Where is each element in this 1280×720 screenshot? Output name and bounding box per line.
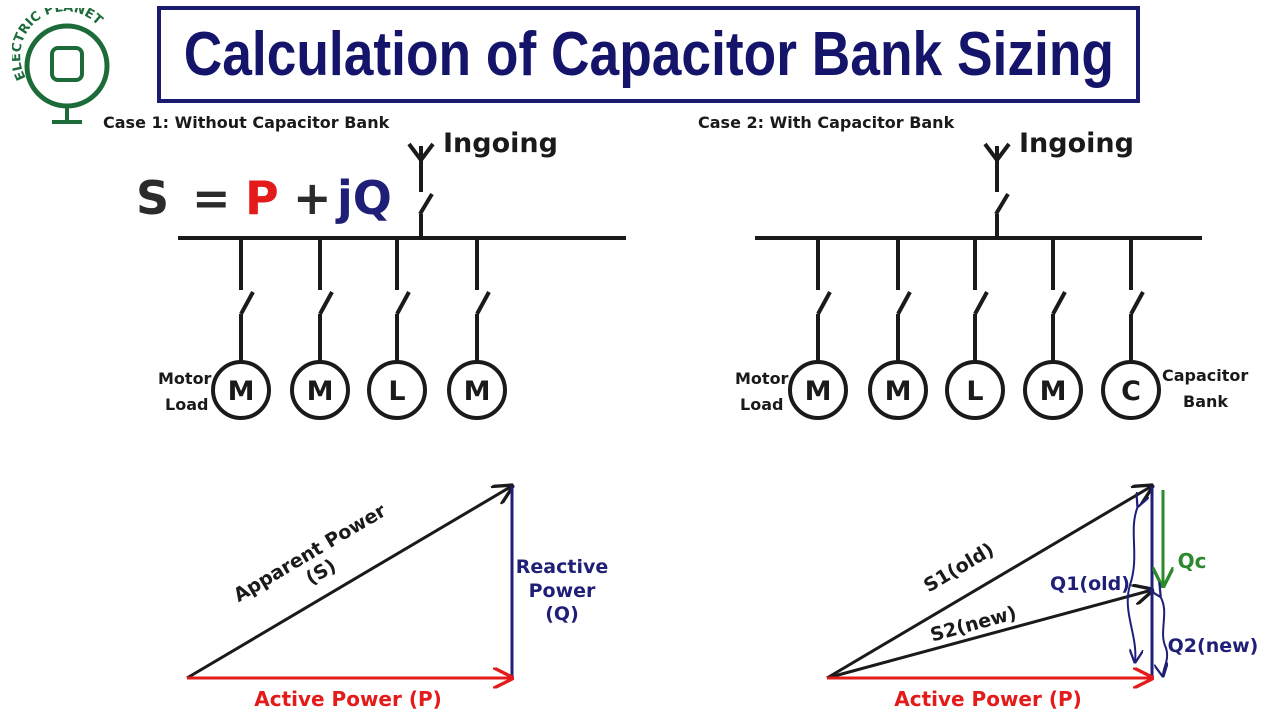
svg-text:P: P (245, 171, 279, 225)
case2-load-circle-2 (868, 360, 928, 420)
case1-single-line (178, 142, 626, 240)
case1-apparent-vector (186, 486, 512, 680)
case2-load-symbol-5: C (1121, 376, 1141, 407)
case1-equation: S = P + jQ (136, 171, 392, 225)
case1-load-symbol-3: L (388, 376, 405, 407)
case1-feeder-switch-4 (475, 291, 491, 315)
case1-load-label-2: Load (165, 395, 208, 414)
case1-active-label: Active Power (P) (254, 687, 442, 711)
case2-feeder-switch-2 (896, 291, 912, 315)
svg-text:jQ: jQ (335, 171, 392, 225)
case2-load-circle-4 (1023, 360, 1083, 420)
case1-reactive-label-2: Power (529, 580, 596, 602)
case2-ingoing-label: Ingoing (1019, 128, 1134, 159)
case1-load-symbol-1: M (228, 376, 255, 407)
logo-body (50, 46, 84, 82)
case2-single-line (755, 142, 1202, 240)
case1-load-symbol-4: M (464, 376, 491, 407)
case2-q2-label: Q2(new) (1168, 635, 1259, 657)
case2-q1-bracket (1126, 506, 1138, 662)
capacitor-label-1: Capacitor (1162, 366, 1248, 385)
case1-feeder-switch-1 (239, 291, 255, 315)
case1-reactive-label-3: (Q) (545, 603, 579, 625)
case2-qc-label: Qc (1178, 549, 1207, 573)
case2-s1-label: S1(old) (920, 539, 998, 597)
case2-load-symbol-4: M (1040, 376, 1067, 407)
case2-q1-label: Q1(old) (1050, 573, 1130, 595)
case1-power-triangle: Apparent Power (S) Reactive Power (Q) Ac… (186, 486, 608, 711)
title-box: Calculation of Capacitor Bank Sizing (157, 6, 1140, 103)
svg-text:=: = (192, 171, 231, 225)
case1-feeder-switch-2 (318, 291, 334, 315)
case2-active-label: Active Power (P) (894, 687, 1082, 711)
case2-feeder-switch-3 (973, 291, 989, 315)
case1-apparent-label: Apparent Power (230, 499, 391, 606)
svg-text:S: S (136, 171, 169, 225)
case2-label: Case 2: With Capacitor Bank (698, 113, 955, 132)
case2-feeder-switch-4 (1051, 291, 1067, 315)
electric-planet-logo: ELECTRIC PLANET (12, 8, 110, 124)
case2-load-label-1: Motor (735, 369, 789, 388)
case2-feeder-switch-5 (1129, 291, 1145, 315)
case2-s2-vector (826, 590, 1152, 680)
case2-load-symbol-1: M (805, 376, 832, 407)
case1-reactive-label-1: Reactive (516, 556, 608, 578)
case2-s1-vector (826, 486, 1152, 680)
case2-feeder-switch-1 (816, 291, 832, 315)
case1-feeder-switch-3 (395, 291, 411, 315)
case1-label: Case 1: Without Capacitor Bank (103, 113, 390, 132)
case1-load-circle-1 (211, 360, 271, 420)
svg-text:+: + (293, 171, 332, 225)
case2-load-circle-5 (1101, 360, 1161, 420)
case1-ingoing-label: Ingoing (443, 128, 558, 159)
capacitor-label-2: Bank (1183, 392, 1228, 411)
case2-load-symbol-2: M (885, 376, 912, 407)
case2-load-label-2: Load (740, 395, 783, 414)
case2-load-circle-3 (945, 360, 1005, 420)
case2-load-circle-1 (788, 360, 848, 420)
page-title: Calculation of Capacitor Bank Sizing (183, 20, 1114, 89)
case2-power-triangle: S1(old) S2(new) Q1(old) Q2(new) Qc Activ… (826, 486, 1259, 711)
case1-load-circle-3 (367, 360, 427, 420)
case2-q2-bracket (1160, 596, 1167, 676)
case2-load-symbol-3: L (966, 376, 983, 407)
case1-load-circle-4 (447, 360, 507, 420)
case1-load-circle-2 (290, 360, 350, 420)
case1-load-symbol-2: M (307, 376, 334, 407)
case1-load-label-1: Motor (158, 369, 212, 388)
